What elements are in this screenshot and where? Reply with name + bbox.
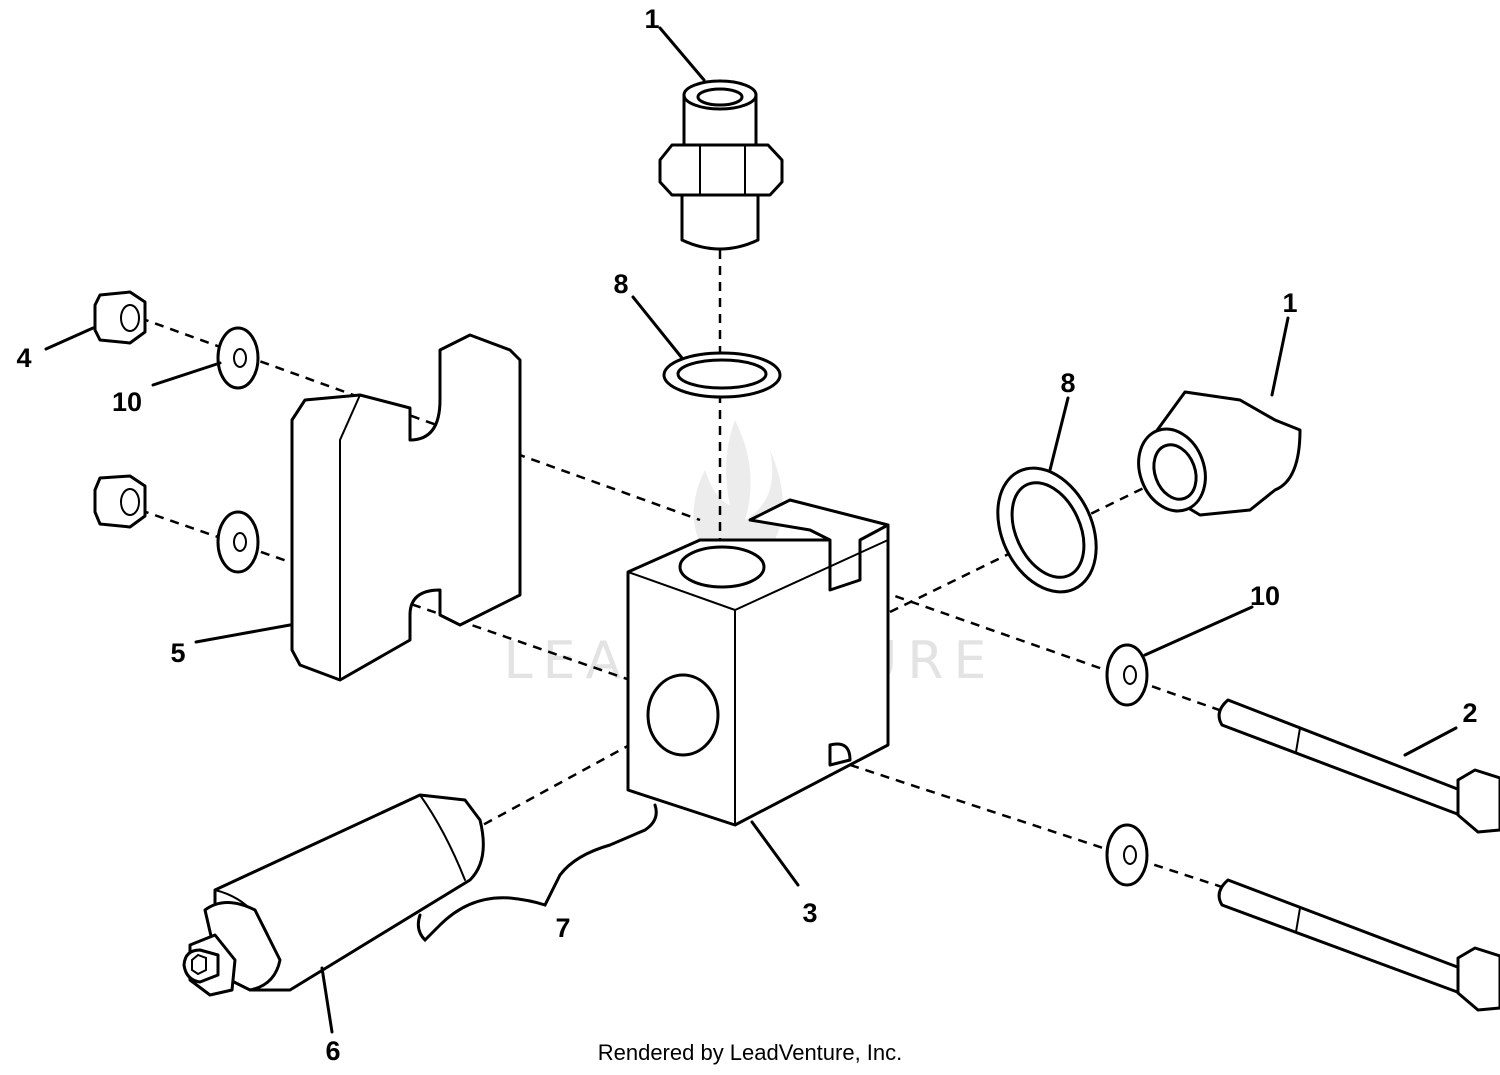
callout-4: 4	[16, 343, 31, 373]
callout-8-top: 8	[613, 269, 628, 299]
part-3-valve-block[interactable]	[626, 498, 890, 827]
callout-5: 5	[170, 638, 185, 668]
part-1-fitting-top[interactable]	[658, 79, 784, 251]
callout-2: 2	[1462, 698, 1477, 728]
callout-10-right: 10	[1250, 581, 1280, 611]
callouts: 1 1 2 3 4 5 6 7 8 8 10 10	[16, 4, 1477, 1066]
part-10-washer-left-lower[interactable]	[216, 510, 260, 574]
leader-lines	[44, 26, 1458, 1034]
callout-6: 6	[325, 1036, 340, 1066]
callout-10-left: 10	[112, 387, 142, 417]
callout-8-right: 8	[1060, 368, 1075, 398]
part-4-nut-upper[interactable]	[93, 290, 147, 345]
callout-1-right: 1	[1282, 288, 1297, 318]
part-2-bolt-lower[interactable]	[1217, 878, 1500, 1012]
footer-credit: Rendered by LeadVenture, Inc.	[598, 1040, 903, 1065]
callout-7: 7	[555, 913, 570, 943]
part-4-nut-lower[interactable]	[93, 474, 147, 529]
part-8-seal-right[interactable]	[979, 452, 1116, 608]
part-2-bolt-upper[interactable]	[1217, 698, 1500, 834]
part-10-washer-right-upper[interactable]	[1105, 643, 1149, 707]
part-10-washer-right-lower[interactable]	[1105, 823, 1149, 887]
part-5-spacer[interactable]	[290, 333, 522, 682]
callout-1-top: 1	[644, 4, 659, 34]
part-6-cartridge[interactable]	[182, 793, 485, 997]
part-7-oring-leader	[416, 803, 658, 943]
part-10-washer-left-upper[interactable]	[216, 326, 260, 390]
part-1-fitting-right[interactable]	[1128, 390, 1302, 520]
part-8-seal-top[interactable]	[662, 351, 782, 399]
callout-3: 3	[802, 898, 817, 928]
